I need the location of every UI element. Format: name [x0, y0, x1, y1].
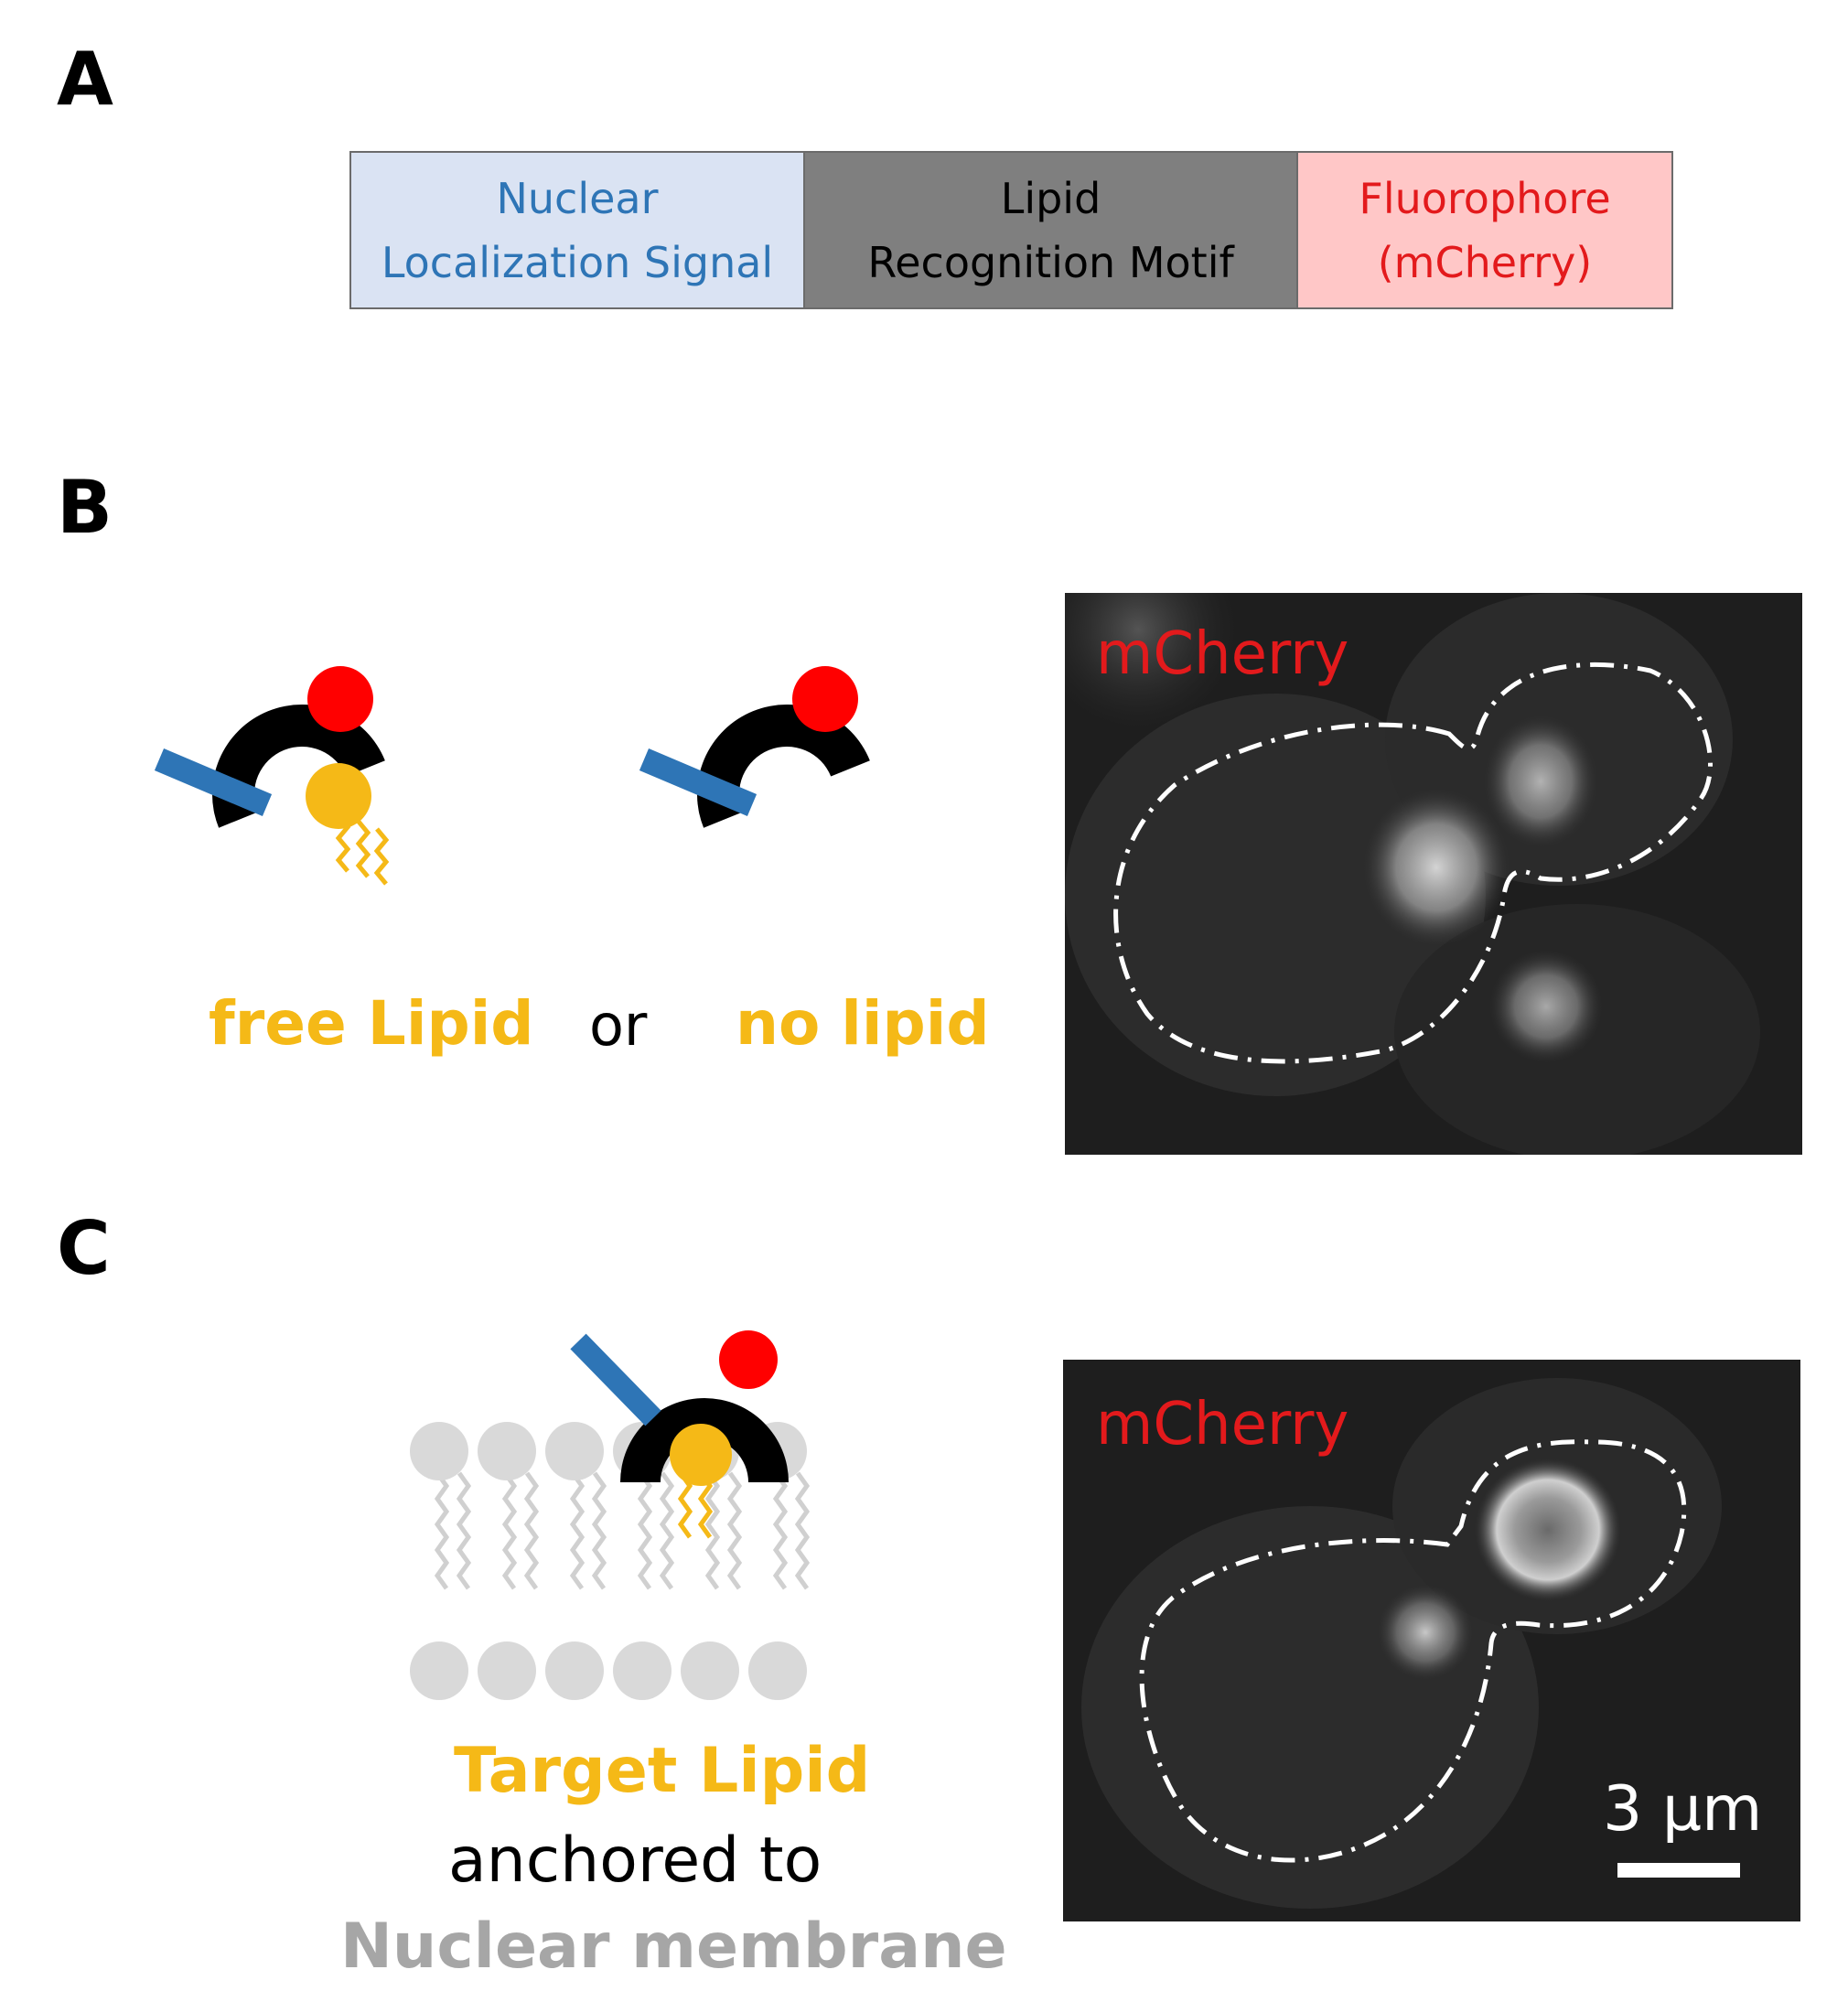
segment-fluor-line1: Fluorophore [1359, 173, 1611, 223]
caption-target-lipid: Target Lipid [454, 1735, 871, 1807]
micrograph-b-label: mCherry [1096, 620, 1349, 688]
segment-nls-line2: Localization Signal [381, 237, 774, 287]
sensor-no-lipid-icon [639, 666, 870, 828]
micrograph-c-image [1063, 1360, 1800, 1921]
construct-diagram: Nuclear Localization Signal Lipid Recogn… [349, 151, 1673, 309]
segment-fluorophore: Fluorophore (mCherry) [1298, 153, 1671, 307]
membrane-bound-sensor-icon [410, 1330, 814, 1700]
caption-anchored-to: anchored to [448, 1824, 822, 1897]
segment-nls-line1: Nuclear [496, 173, 659, 223]
lipid-tails [434, 1473, 807, 1588]
scale-bar-label: 3 µm [1603, 1773, 1763, 1846]
panel-letter-a: A [57, 37, 113, 122]
micrograph-b: mCherry [1065, 593, 1802, 1155]
panel-letter-b: B [57, 465, 113, 550]
segment-lrm-line1: Lipid [1000, 173, 1101, 223]
sensor-bound-free-lipid-icon [154, 666, 390, 886]
segment-lrm-line2: Recognition Motif [867, 237, 1234, 287]
segment-nuclear-localization-signal: Nuclear Localization Signal [351, 153, 805, 307]
micrograph-c: mCherry 3 µm [1063, 1360, 1800, 1921]
caption-no-lipid: no lipid [736, 988, 990, 1059]
caption-free-lipid: free Lipid [209, 988, 534, 1059]
micrograph-b-image [1065, 593, 1802, 1155]
scale-bar [1617, 1863, 1740, 1878]
segment-lipid-recognition-motif: Lipid Recognition Motif [805, 153, 1298, 307]
micrograph-c-label: mCherry [1096, 1391, 1349, 1458]
caption-or: or [589, 992, 648, 1059]
segment-fluor-line2: (mCherry) [1377, 237, 1593, 287]
caption-nuclear-membrane: Nuclear membrane [340, 1911, 1007, 1983]
panel-letter-c: C [57, 1206, 111, 1291]
